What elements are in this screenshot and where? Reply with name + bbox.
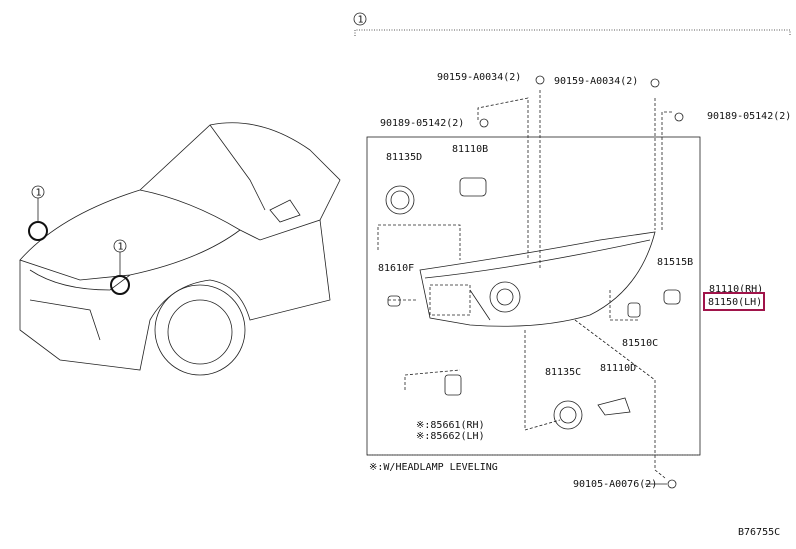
- part-81510c[interactable]: 81510C: [622, 338, 658, 349]
- selected-part-highlight: [703, 292, 765, 311]
- part-90189-05142-left[interactable]: 90189-05142(2): [380, 118, 464, 129]
- callout-number: 1: [36, 188, 42, 199]
- car-callout-1[interactable]: 1: [28, 185, 48, 241]
- part-90159-a0034-left[interactable]: 90159-A0034(2): [437, 72, 521, 83]
- part-81515b[interactable]: 81515B: [657, 257, 693, 268]
- part-90189-05142-right[interactable]: 90189-05142(2): [707, 111, 791, 122]
- footnote: ※:W/HEADLAMP LEVELING: [369, 462, 498, 473]
- car-callout-2[interactable]: 1: [110, 239, 130, 295]
- part-81610f[interactable]: 81610F: [378, 263, 414, 274]
- part-glyphs: [385, 75, 684, 489]
- callout-number: 1: [118, 242, 124, 253]
- assembly-box: [366, 136, 701, 456]
- reference-callout: 1: [353, 12, 791, 36]
- part-85661-rh[interactable]: ※:85661(RH): [416, 420, 485, 431]
- svg-text:1: 1: [358, 15, 364, 26]
- part-81110-rh[interactable]: 81110(RH): [709, 284, 763, 295]
- leader-lines: [377, 90, 672, 479]
- part-81150-lh[interactable]: 81150(LH): [708, 297, 762, 308]
- part-81135c[interactable]: 81135C: [545, 367, 581, 378]
- part-90105-a0076[interactable]: 90105-A0076(2): [573, 479, 657, 490]
- headlamp-assembly-drawing: [419, 231, 656, 327]
- part-81110d[interactable]: 81110D: [600, 363, 636, 374]
- part-81110b[interactable]: 81110B: [452, 144, 488, 155]
- part-85662-lh[interactable]: ※:85662(LH): [416, 431, 485, 442]
- diagram-id: B76755C: [738, 527, 780, 538]
- part-81135d[interactable]: 81135D: [386, 152, 422, 163]
- part-labels: 90159-A0034(2) 90159-A0034(2) 90189-0514…: [369, 72, 791, 538]
- part-90159-a0034-right[interactable]: 90159-A0034(2): [554, 76, 638, 87]
- vehicle-front-illustration: [19, 122, 341, 376]
